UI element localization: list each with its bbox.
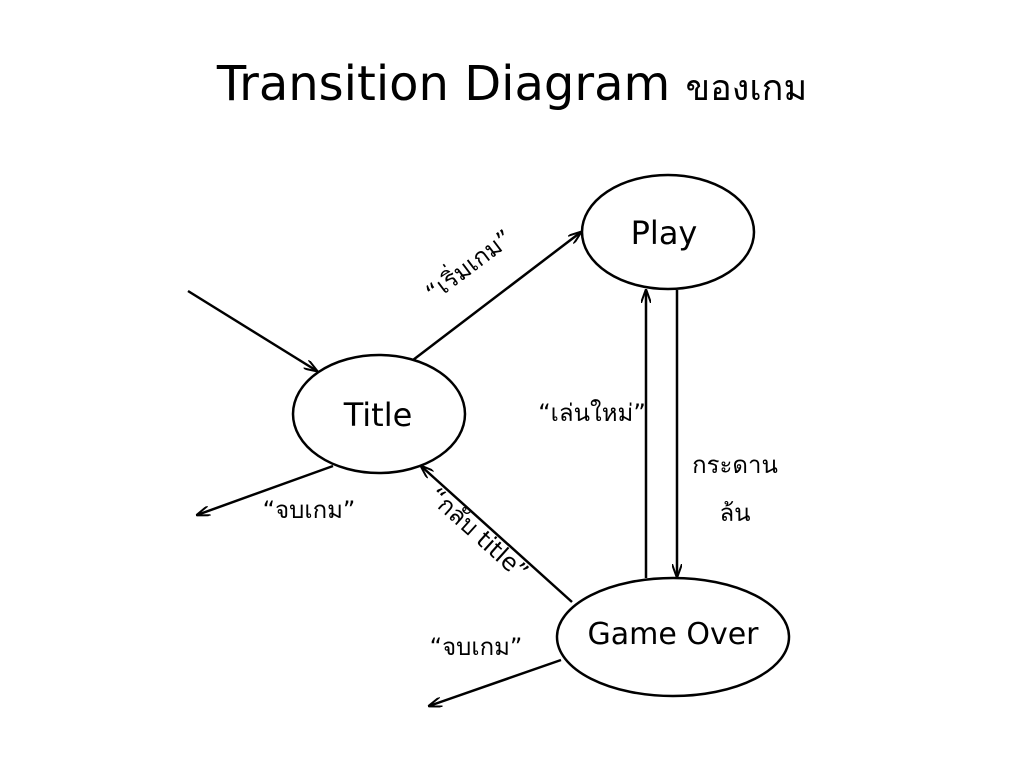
state-game-over[interactable]: Game Over [555, 576, 791, 698]
state-play-label: Play [631, 214, 698, 252]
state-game-over-shape [555, 576, 791, 698]
label-end-game-from-game-over: “จบเกม” [430, 633, 523, 661]
state-title-label: Title [343, 396, 413, 434]
label-replay: “เล่นใหม่” [538, 399, 646, 427]
page-title-main: Transition Diagram [216, 56, 671, 112]
page-title: Transition Diagram ของเกม [0, 58, 1024, 111]
label-paddle-fall-line1: กระดาน [692, 451, 778, 479]
state-title[interactable]: Title [291, 353, 467, 475]
state-title-shape [291, 353, 467, 475]
arrow-game-over-exit [429, 658, 562, 706]
arrow-game-over-to-title [421, 466, 573, 603]
initial-state-arrow [187, 289, 317, 371]
page-title-thai: ของเกม [685, 68, 808, 109]
label-paddle-fall-line2: ล้น [719, 499, 750, 527]
label-back-to-title: “กลับ title” [423, 482, 534, 586]
arrow-title-to-play [412, 232, 581, 361]
state-play[interactable]: Play [580, 173, 756, 291]
label-end-game-from-title: “จบเกม” [263, 496, 356, 524]
label-start-game: “เริ่มเกม” [419, 222, 518, 307]
state-game-over-label: Game Over [587, 617, 759, 652]
arrow-title-exit [197, 464, 334, 515]
